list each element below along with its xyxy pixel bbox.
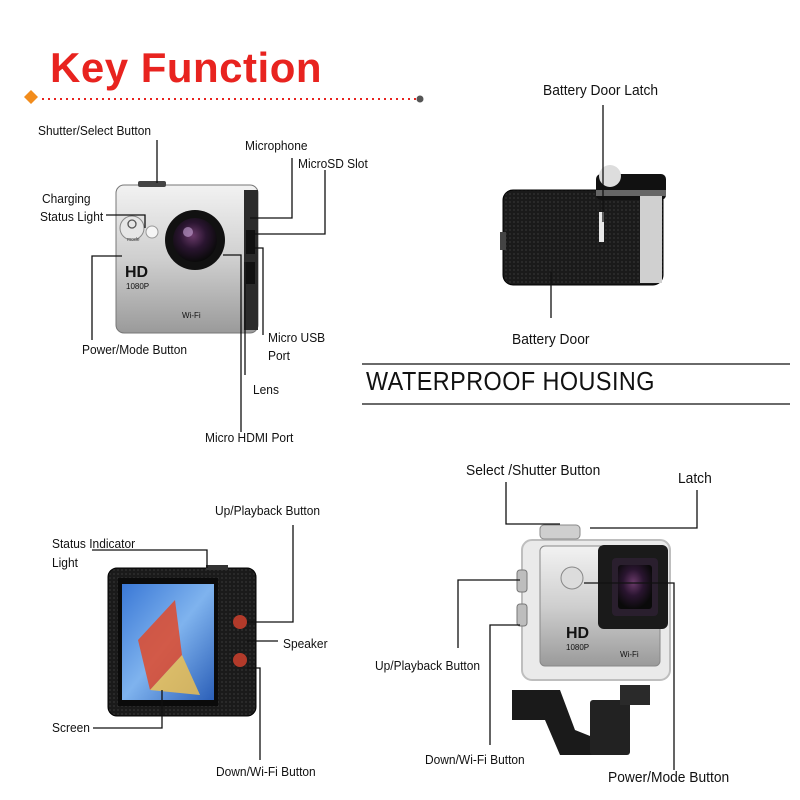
section-title-waterproof-housing: WATERPROOF HOUSING [366, 366, 655, 396]
resolution-badge: 1080P [126, 282, 149, 291]
camera-back-leader-lines [92, 525, 294, 760]
label-latch: Latch [678, 470, 712, 487]
housing-resolution-badge: 1080P [566, 643, 589, 652]
wifi-badge: Wi-Fi [182, 311, 201, 320]
label-status-indicator-line1: Status Indicator [52, 536, 136, 551]
label-microphone: Microphone [245, 138, 308, 153]
mount-shape [512, 690, 600, 755]
housing-wifi-badge: Wi-Fi [620, 650, 639, 659]
label-micro-hdmi-port: Micro HDMI Port [205, 430, 294, 445]
label-shutter-select-button: Shutter/Select Button [38, 123, 152, 138]
shutter-button-shape [138, 181, 166, 187]
diamond-icon [24, 90, 38, 104]
camera-front-leader-lines [91, 140, 326, 432]
housing-illustration [512, 524, 671, 755]
status-light-shape [145, 225, 159, 239]
label-microsd-slot: MicroSD Slot [298, 156, 368, 171]
housing-hd-badge: HD [566, 625, 589, 642]
label-screen: Screen [52, 720, 90, 735]
label-battery-door-latch: Battery Door Latch [543, 82, 659, 99]
label-down-wifi-button: Down/Wi-Fi Button [216, 764, 316, 779]
hd-badge: HD [125, 264, 148, 281]
camera-top-leader-lines [550, 105, 604, 318]
label-housing-up-playback-button: Up/Playback Button [375, 658, 481, 673]
label-micro-usb-line1: Micro USB [268, 330, 326, 345]
label-housing-down-wifi-button: Down/Wi-Fi Button [425, 752, 525, 767]
label-charging-line2: Status Light [40, 209, 104, 224]
camera-top-illustration [500, 165, 666, 286]
label-charging-line1: Charging [42, 191, 91, 206]
camera-back-illustration [107, 565, 257, 717]
label-lens: Lens [253, 382, 279, 397]
mode-text: mode [127, 237, 140, 243]
down-button-shape [233, 653, 247, 667]
header-divider [24, 90, 424, 104]
label-power-mode-button: Power/Mode Button [82, 342, 188, 357]
label-micro-usb-line2: Port [268, 348, 290, 363]
up-button-shape [233, 615, 247, 629]
lens-cap-shape [599, 165, 621, 187]
housing-power-button [560, 566, 584, 590]
page-title: Key Function [50, 44, 323, 91]
label-status-indicator-line2: Light [52, 555, 78, 570]
housing-leader-lines [457, 482, 698, 770]
label-speaker: Speaker [283, 636, 328, 651]
label-housing-power-mode-button: Power/Mode Button [608, 769, 730, 786]
label-up-playback-button: Up/Playback Button [215, 503, 321, 518]
label-battery-door: Battery Door [512, 331, 590, 348]
camera-front-illustration [115, 181, 259, 334]
label-select-shutter-button: Select /Shutter Button [466, 462, 601, 479]
rule-end-dot [416, 95, 424, 103]
